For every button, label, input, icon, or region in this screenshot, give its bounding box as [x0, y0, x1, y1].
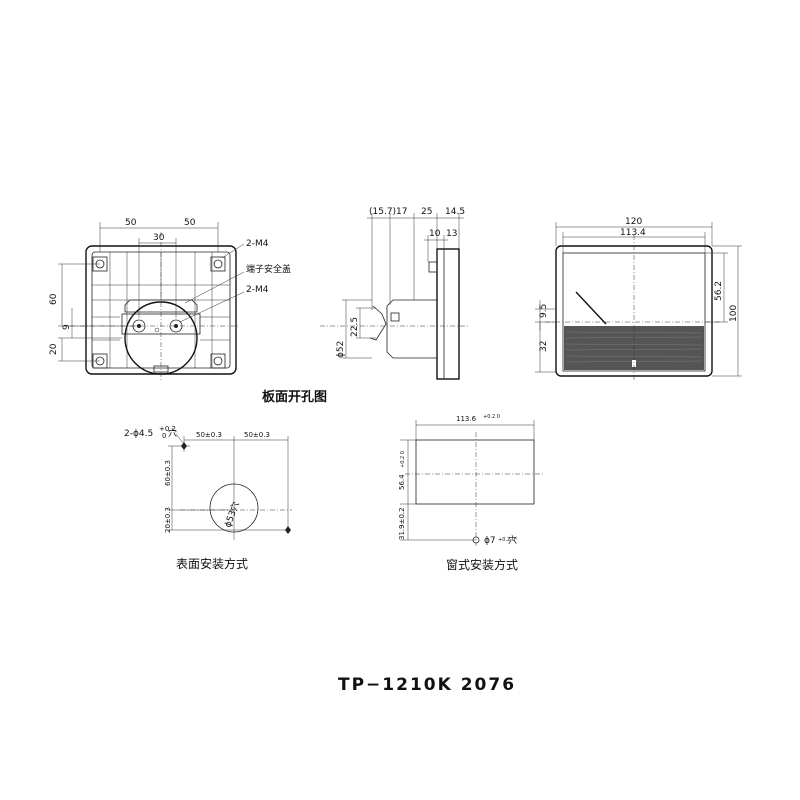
front-zero-adjuster — [632, 360, 636, 367]
side-dim-10: 10 — [429, 229, 441, 239]
rear-leader-lines — [179, 243, 245, 323]
surface-dim-50a: 50±0.3 — [196, 431, 222, 439]
window-mount-dim-lines — [400, 420, 545, 546]
side-terminal — [369, 305, 387, 341]
surface-hole-bottom-icon — [285, 526, 291, 534]
window-dim-width: 113.6 — [456, 415, 477, 423]
panel-cutout-title: 板面开孔图 — [262, 389, 327, 405]
side-housing — [386, 299, 437, 359]
front-top-dim-lines — [555, 222, 713, 253]
front-dim-32: 32 — [539, 341, 549, 352]
side-front-bezel — [436, 248, 460, 380]
surface-mount-caption: 表面安装方式 — [176, 556, 248, 571]
surface-hole-tol-bot: 0 — [162, 432, 166, 440]
side-dim-17: 17 — [396, 207, 407, 217]
surface-hole-suffix: 穴 — [168, 427, 177, 439]
front-left-dim-lines — [535, 300, 556, 373]
rear-label-terminal-cover: 端子安全盖 — [246, 263, 291, 275]
rear-view: 50 50 30 60 9 20 2-M4 端子安全盖 2-M4 — [49, 218, 291, 382]
rear-corner-screw-br — [210, 353, 226, 369]
surface-dim-50b: 50±0.3 — [244, 431, 270, 439]
rear-dim-9: 9 — [62, 324, 72, 330]
front-dim-56-2: 56.2 — [714, 281, 724, 301]
rear-center-pin — [154, 327, 160, 333]
side-terminal-nut — [390, 312, 400, 322]
side-dim-13: 13 — [446, 229, 457, 239]
surface-hole-label: 2-ϕ4.5 — [124, 429, 153, 439]
window-mount-view: 113.6 +0.2 0 56.4 +0.2 0 31.9±0.2 ϕ7 +0.… — [398, 414, 545, 572]
rear-dim-60: 60 — [49, 293, 59, 305]
surface-hole-tol-top: +0.2 — [159, 425, 176, 433]
window-dim-31-9: 31.9±0.2 — [398, 507, 406, 540]
rear-label-2m4-top: 2-M4 — [246, 239, 269, 249]
side-stud — [428, 261, 438, 273]
front-dim-113-4: 113.4 — [620, 228, 646, 238]
front-dim-100: 100 — [729, 305, 739, 322]
surface-dim-60: 60±0.3 — [164, 460, 172, 486]
surface-mount-dim-lines — [168, 436, 292, 540]
rear-label-2m4-mid: 2-M4 — [246, 285, 269, 295]
surface-mount-view: 2-ϕ4.5 +0.2 0 穴 50±0.3 50±0.3 60±0.3 20±… — [124, 425, 292, 571]
window-dim-height: 56.4 — [398, 474, 406, 490]
rear-corner-screw-tr — [210, 256, 226, 272]
window-dim-height-tol: +0.2 0 — [400, 451, 406, 468]
model-number: TP−1210K 2076 — [338, 675, 516, 695]
window-hole-suffix: 穴 — [508, 534, 517, 546]
front-right-dim-lines — [705, 245, 742, 377]
front-needle — [575, 291, 607, 325]
front-view: 120 113.4 100 56.2 9.5 32 — [535, 217, 742, 380]
side-dim-14-5: 14.5 — [445, 207, 465, 217]
window-hole-label: ϕ7 — [484, 536, 496, 546]
rear-dim-30: 30 — [153, 233, 165, 243]
window-hole-tol: +0.2 0 — [498, 537, 515, 543]
rear-dim-20: 20 — [49, 343, 59, 355]
window-cutout — [415, 439, 535, 505]
side-dim-15-7: (15.7) — [369, 207, 396, 217]
surface-hole-top-icon — [181, 442, 187, 450]
window-dim-width-tol: +0.2 0 — [483, 414, 500, 420]
rear-left-dim-lines — [58, 263, 139, 362]
side-top-dim-lines — [367, 213, 464, 310]
window-mount-caption: 窗式安装方式 — [446, 557, 518, 572]
surface-center-hole — [209, 483, 259, 533]
rear-dim-50-left: 50 — [125, 218, 137, 228]
front-dim-120: 120 — [625, 217, 642, 227]
surface-dim-20: 20±0.3 — [164, 507, 172, 533]
terminal-cover — [124, 299, 198, 313]
rear-top-dim-lines — [99, 222, 219, 318]
side-dim-phi52: ϕ52 — [336, 341, 346, 358]
side-view: (15.7) 17 25 14.5 10 13 ϕ52 22.5 — [320, 207, 470, 380]
side-dim-22-5: 22.5 — [350, 317, 360, 337]
front-dim-9-5: 9.5 — [539, 304, 549, 318]
side-left-dim-lines — [342, 299, 376, 359]
rear-dim-50-right: 50 — [184, 218, 196, 228]
window-mount-hole-icon — [472, 536, 480, 544]
surface-center-hole-label: ϕ53穴 — [222, 500, 242, 529]
terminal-right-screw-icon — [174, 324, 178, 328]
side-dim-25: 25 — [421, 207, 432, 217]
